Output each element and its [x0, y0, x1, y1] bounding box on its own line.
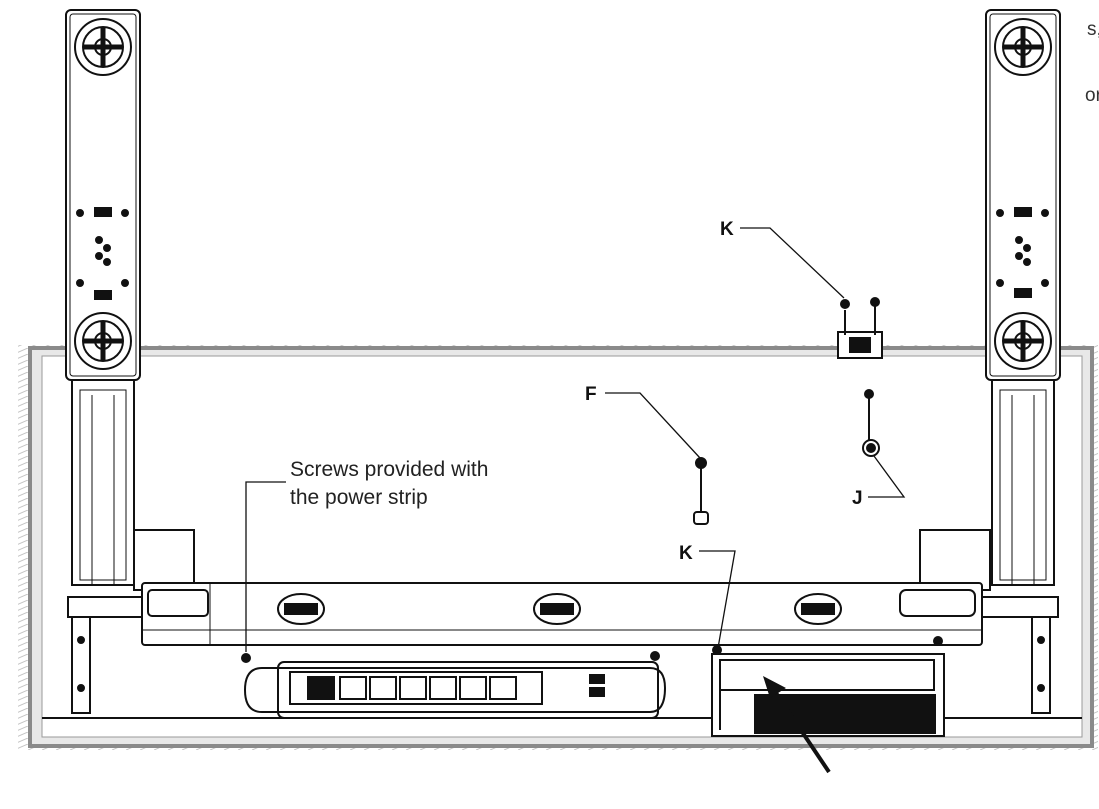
direction-arrow — [763, 676, 831, 774]
side-brackets — [71, 597, 1051, 714]
power-strip-screws-note: Screws provided with the power strip — [290, 456, 488, 512]
left-leg — [65, 9, 195, 591]
truncated-text-second: or — [1085, 85, 1099, 106]
callout-f: F — [585, 384, 597, 405]
hardware-f — [693, 457, 709, 525]
note-line-2: the power strip — [290, 486, 428, 509]
right-leg — [919, 9, 1061, 591]
bracket-top — [837, 297, 883, 359]
callout-j: J — [852, 488, 863, 509]
hardware-j — [862, 389, 880, 457]
control-box — [711, 636, 945, 737]
callout-k-bottom: K — [679, 543, 693, 564]
leader-lines — [245, 227, 906, 652]
note-line-1: Screws provided with — [290, 458, 489, 481]
callout-k-top: K — [720, 219, 734, 240]
crossbar — [67, 582, 1059, 646]
power-strip — [241, 651, 667, 719]
truncated-text-top: s, — [1087, 19, 1099, 40]
